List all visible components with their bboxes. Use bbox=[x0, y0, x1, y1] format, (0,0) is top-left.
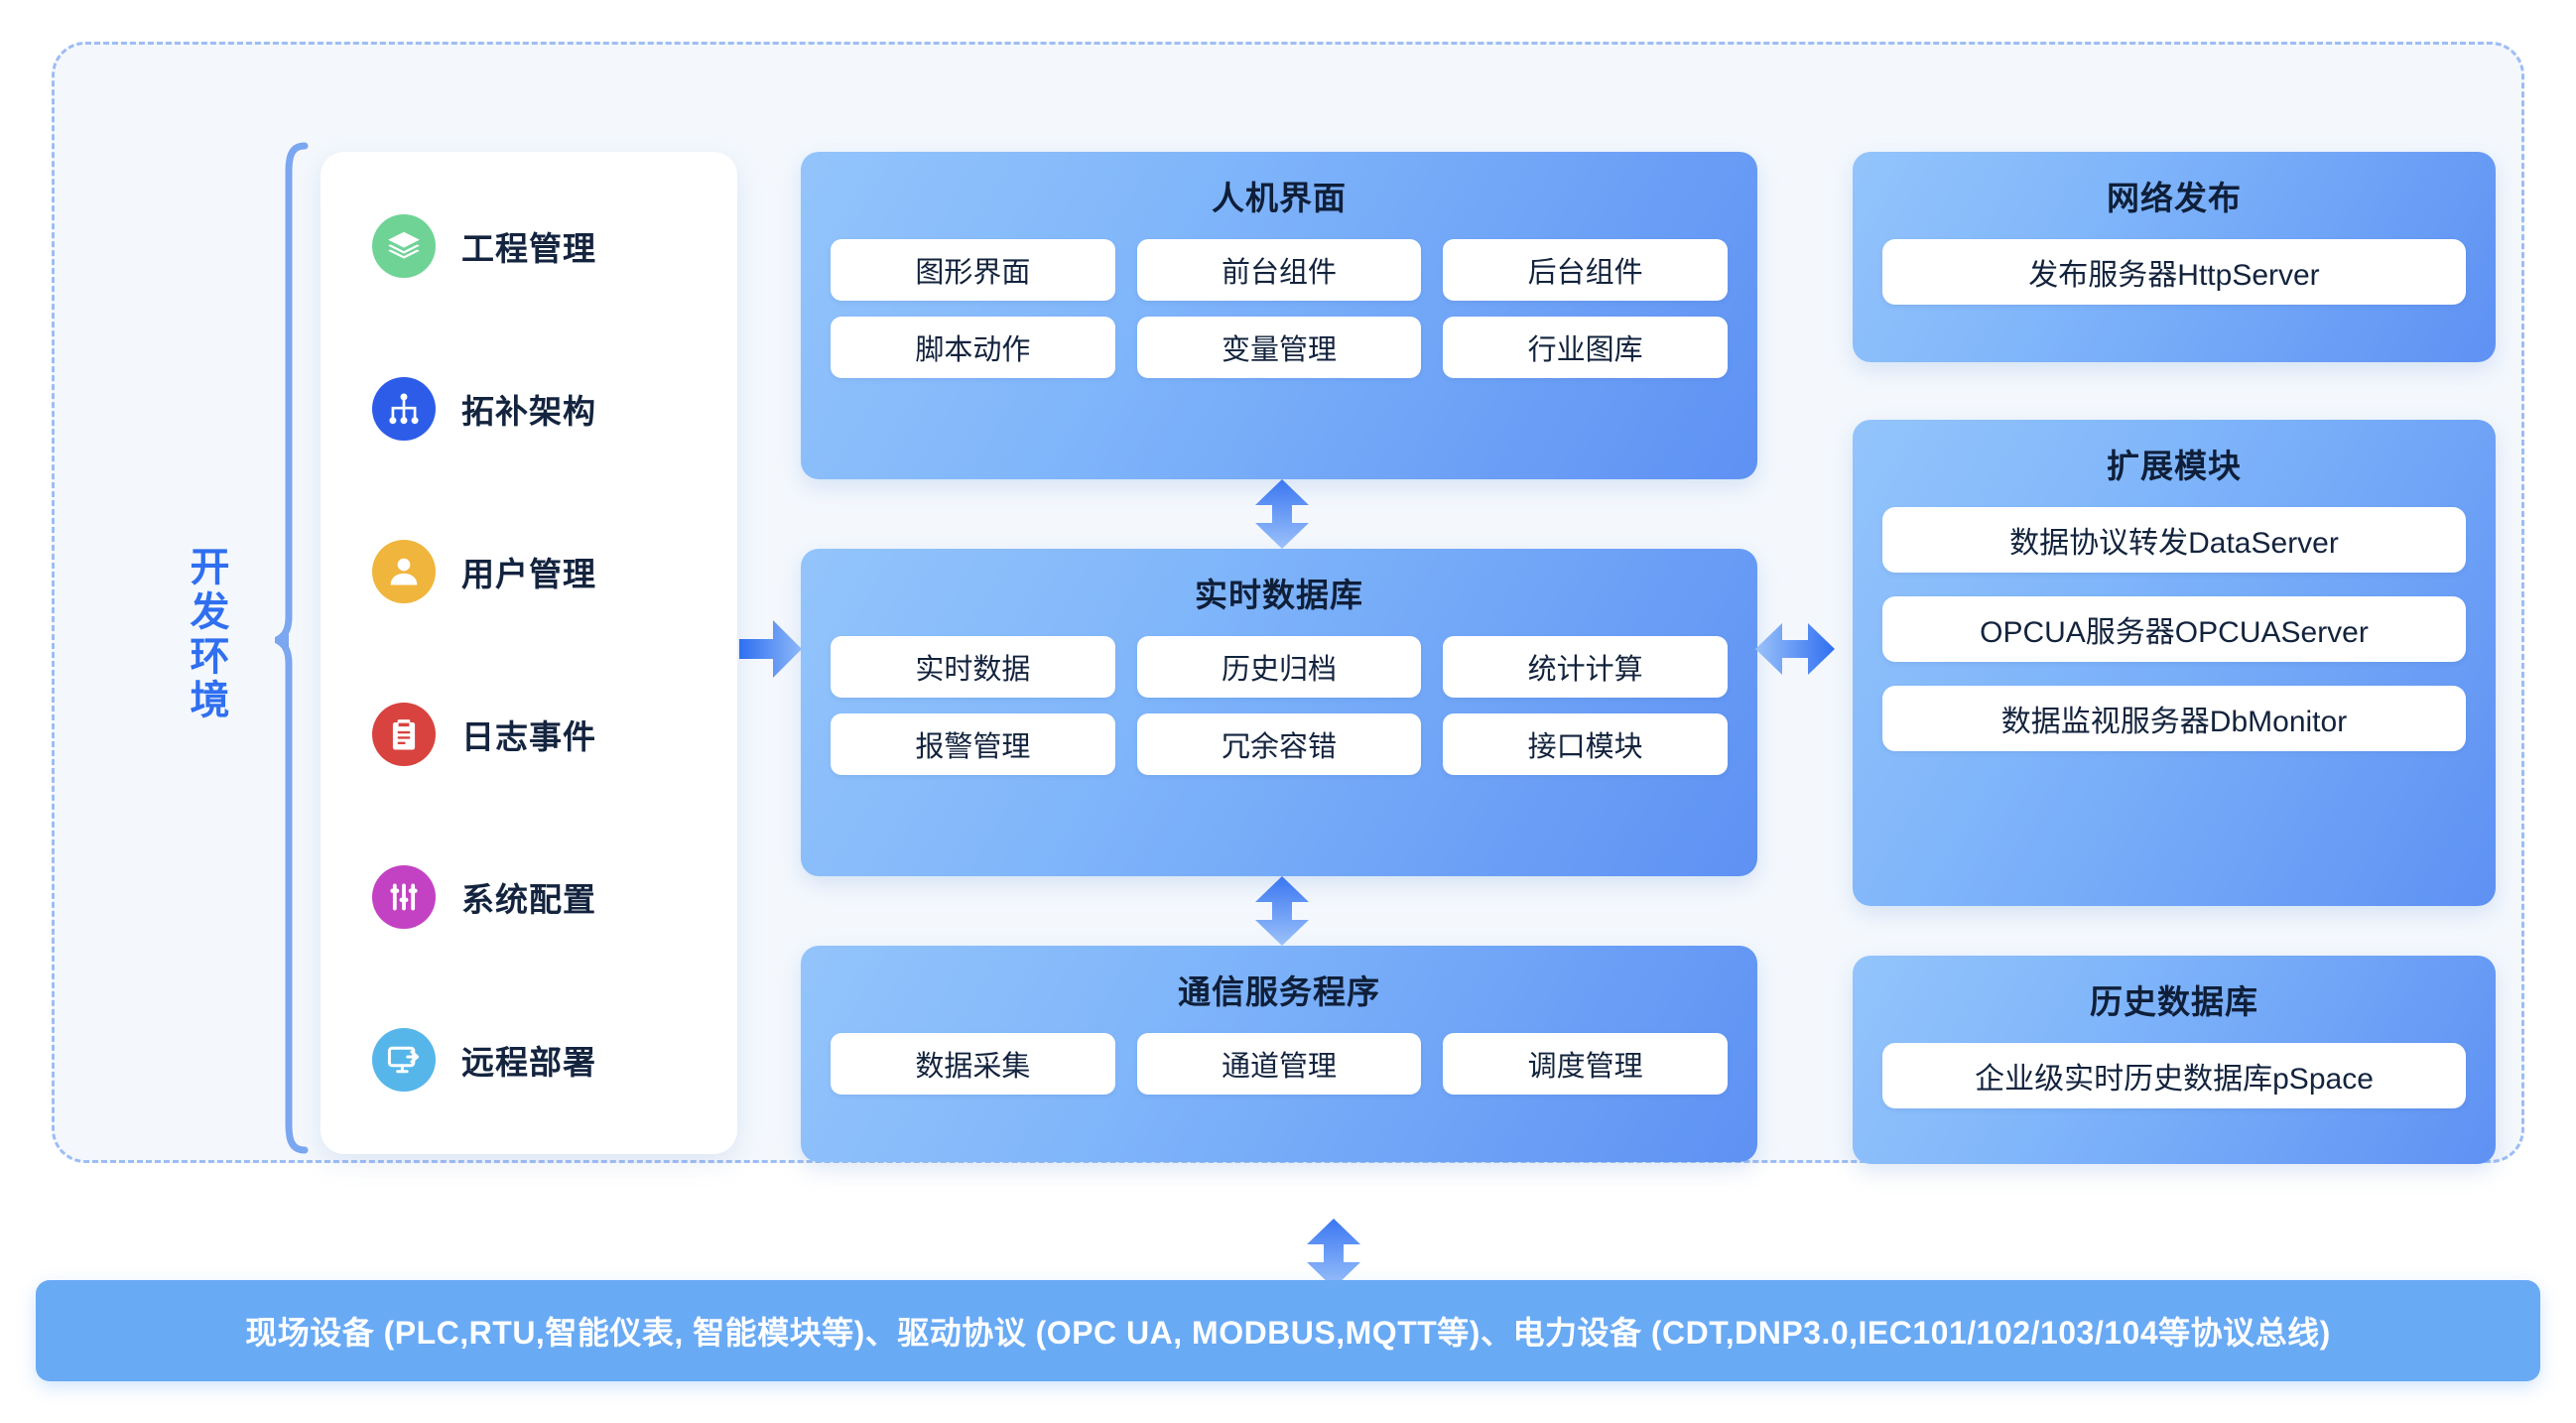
dev-environment-card: 工程管理 拓补架构 用户管理 bbox=[321, 152, 737, 1154]
sidebar-item-remote-deploy[interactable]: 远程部署 bbox=[321, 1017, 737, 1102]
bus-bar-text: 现场设备 (PLC,RTU,智能仪表, 智能模块等)、驱动协议 (OPC UA,… bbox=[245, 1315, 2331, 1351]
panel-historical-database: 历史数据库 企业级实时历史数据库pSpace bbox=[1853, 956, 2496, 1164]
chip[interactable]: OPCUA服务器OPCUAServer bbox=[1882, 596, 2466, 662]
sidebar-item-label: 拓补架构 bbox=[461, 393, 596, 430]
panel-title: 实时数据库 bbox=[1195, 577, 1363, 613]
chip[interactable]: 报警管理 bbox=[831, 713, 1115, 775]
dev-label-char-2: 环 bbox=[190, 634, 231, 679]
dev-label-char-1: 发 bbox=[190, 589, 231, 634]
sidebar-item-system-config[interactable]: 系统配置 bbox=[321, 854, 737, 940]
sidebar-item-user-management[interactable]: 用户管理 bbox=[321, 529, 737, 614]
user-icon bbox=[372, 540, 436, 603]
sidebar-item-project-management[interactable]: 工程管理 bbox=[321, 203, 737, 289]
chip[interactable]: 实时数据 bbox=[831, 636, 1115, 698]
chip[interactable]: 图形界面 bbox=[831, 239, 1115, 301]
chip[interactable]: 数据协议转发DataServer bbox=[1882, 507, 2466, 573]
chip[interactable]: 企业级实时历史数据库pSpace bbox=[1882, 1043, 2466, 1108]
dev-environment-label: 开 发 环 境 bbox=[172, 546, 249, 723]
panel-title: 网络发布 bbox=[2107, 180, 2242, 216]
sidebar-item-label: 系统配置 bbox=[461, 881, 596, 918]
sidebar-item-label: 远程部署 bbox=[461, 1044, 596, 1081]
arrow-right-icon bbox=[739, 618, 803, 680]
panel-chip-grid: 图形界面 前台组件 后台组件 脚本动作 变量管理 行业图库 bbox=[831, 239, 1728, 378]
chip[interactable]: 通道管理 bbox=[1136, 1033, 1422, 1095]
chip[interactable]: 冗余容错 bbox=[1136, 713, 1422, 775]
panel-title: 通信服务程序 bbox=[1178, 973, 1380, 1010]
panel-title: 人机界面 bbox=[1212, 180, 1347, 216]
chip[interactable]: 数据采集 bbox=[831, 1033, 1115, 1095]
chip[interactable]: 数据监视服务器DbMonitor bbox=[1882, 686, 2466, 751]
chip[interactable]: 历史归档 bbox=[1136, 636, 1422, 698]
chip[interactable]: 后台组件 bbox=[1443, 239, 1728, 301]
panel-extension-modules: 扩展模块 数据协议转发DataServer OPCUA服务器OPCUAServe… bbox=[1853, 420, 2496, 906]
chip[interactable]: 调度管理 bbox=[1443, 1033, 1728, 1095]
panel-title: 历史数据库 bbox=[2090, 983, 2258, 1020]
panel-chip-stack: 数据协议转发DataServer OPCUA服务器OPCUAServer 数据监… bbox=[1882, 507, 2466, 751]
arrow-left-right-icon bbox=[1755, 620, 1835, 678]
layers-icon bbox=[372, 214, 436, 278]
sitemap-icon bbox=[372, 377, 436, 441]
chip[interactable]: 脚本动作 bbox=[831, 317, 1115, 378]
architecture-frame: 开 发 环 境 工程管理 bbox=[52, 42, 2524, 1288]
arrow-up-down-icon bbox=[1251, 876, 1313, 946]
panel-chip-grid: 实时数据 历史归档 统计计算 报警管理 冗余容错 接口模块 bbox=[831, 636, 1728, 775]
panel-hmi: 人机界面 图形界面 前台组件 后台组件 脚本动作 变量管理 行业图库 bbox=[801, 152, 1757, 479]
chip[interactable]: 前台组件 bbox=[1136, 239, 1422, 301]
panel-realtime-database: 实时数据库 实时数据 历史归档 统计计算 报警管理 冗余容错 接口模块 bbox=[801, 549, 1757, 876]
sidebar-item-label: 工程管理 bbox=[461, 230, 596, 267]
panel-chip-stack: 企业级实时历史数据库pSpace bbox=[1882, 1043, 2466, 1108]
sliders-icon bbox=[372, 865, 436, 929]
remote-desktop-icon bbox=[372, 1028, 436, 1092]
panel-title: 扩展模块 bbox=[2107, 448, 2242, 484]
chip[interactable]: 发布服务器HttpServer bbox=[1882, 239, 2466, 305]
panel-web-publish: 网络发布 发布服务器HttpServer bbox=[1853, 152, 2496, 362]
chip[interactable]: 统计计算 bbox=[1443, 636, 1728, 698]
chip[interactable]: 变量管理 bbox=[1136, 317, 1422, 378]
chip[interactable]: 行业图库 bbox=[1443, 317, 1728, 378]
arrow-up-down-icon bbox=[1303, 1219, 1364, 1288]
dev-label-char-3: 境 bbox=[190, 679, 231, 723]
arrow-up-down-icon bbox=[1251, 479, 1313, 549]
dev-environment-brace bbox=[275, 142, 309, 1154]
panel-communication-service: 通信服务程序 数据采集 通道管理 调度管理 bbox=[801, 946, 1757, 1162]
sidebar-item-label: 用户管理 bbox=[461, 556, 596, 592]
sidebar-item-label: 日志事件 bbox=[461, 718, 596, 755]
clipboard-icon bbox=[372, 703, 436, 766]
field-device-bus-bar: 现场设备 (PLC,RTU,智能仪表, 智能模块等)、驱动协议 (OPC UA,… bbox=[36, 1280, 2540, 1381]
panel-chip-stack: 发布服务器HttpServer bbox=[1882, 239, 2466, 305]
dev-label-char-0: 开 bbox=[190, 546, 231, 589]
sidebar-item-log-events[interactable]: 日志事件 bbox=[321, 692, 737, 777]
chip[interactable]: 接口模块 bbox=[1443, 713, 1728, 775]
panel-chip-grid: 数据采集 通道管理 调度管理 bbox=[831, 1033, 1728, 1095]
sidebar-item-topology[interactable]: 拓补架构 bbox=[321, 366, 737, 452]
